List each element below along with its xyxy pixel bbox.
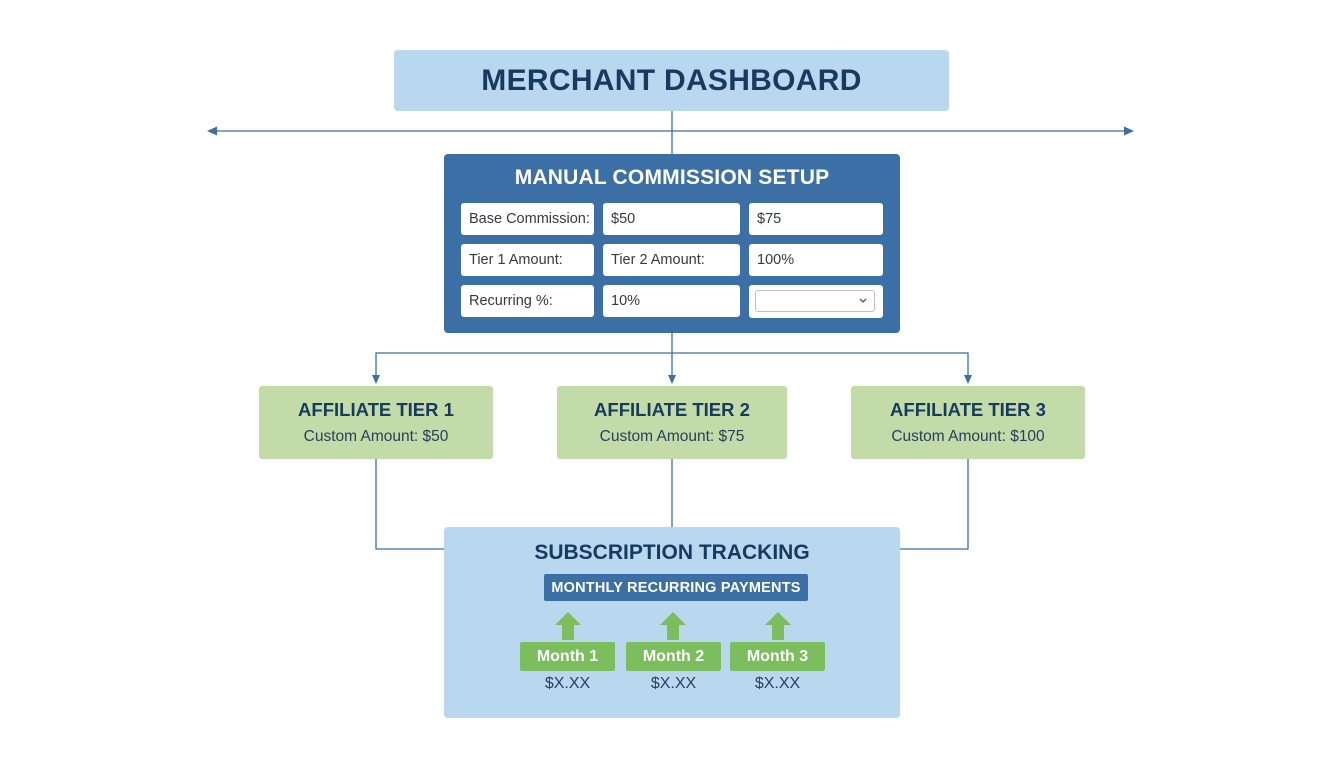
month-2-badge: Month 2 bbox=[626, 642, 721, 671]
arrow-up-icon bbox=[555, 612, 581, 640]
merchant-dashboard-header: MERCHANT DASHBOARD bbox=[394, 50, 949, 111]
percentage-input[interactable]: 100% bbox=[749, 244, 883, 276]
affiliate-tier-2-box: AFFILIATE TIER 2 Custom Amount: $75 bbox=[557, 386, 787, 459]
commission-select-box[interactable] bbox=[755, 290, 875, 312]
commission-select[interactable] bbox=[749, 285, 883, 318]
base-commission-input[interactable]: $50 bbox=[603, 203, 740, 235]
tier2-amount-field[interactable]: Tier 2 Amount: bbox=[603, 244, 740, 276]
tier1-amount-label: Tier 1 Amount: bbox=[461, 244, 594, 276]
tier-amount: Custom Amount: $50 bbox=[303, 428, 449, 445]
month-1-value: $X.XX bbox=[544, 675, 591, 692]
affiliate-tier-3-box: AFFILIATE TIER 3 Custom Amount: $100 bbox=[851, 386, 1085, 459]
page-title: MERCHANT DASHBOARD bbox=[481, 63, 862, 97]
chevron-down-icon bbox=[859, 298, 867, 303]
arrow-up-icon bbox=[660, 612, 686, 640]
arrow-down-icon bbox=[964, 375, 972, 384]
arrow-left-icon bbox=[207, 126, 217, 136]
tier-title: AFFILIATE TIER 1 bbox=[298, 399, 454, 420]
recurring-percent-label: Recurring %: bbox=[461, 285, 594, 317]
commission-setup-title: MANUAL COMMISSION SETUP bbox=[514, 166, 830, 189]
month-1-badge: Month 1 bbox=[520, 642, 615, 671]
tier-amount: Custom Amount: $100 bbox=[891, 428, 1045, 445]
tier1-to-subscription-line bbox=[375, 459, 444, 550]
tier-title: AFFILIATE TIER 2 bbox=[594, 399, 750, 420]
branch-line bbox=[375, 352, 969, 377]
base-commission-label: Base Commission: bbox=[461, 203, 594, 235]
base-commission-alt-input[interactable]: $75 bbox=[749, 203, 883, 235]
month-2-value: $X.XX bbox=[650, 675, 697, 692]
tier3-to-subscription-line bbox=[900, 459, 969, 550]
monthly-recurring-banner: MONTHLY RECURRING PAYMENTS bbox=[544, 574, 808, 601]
affiliate-tier-1-box: AFFILIATE TIER 1 Custom Amount: $50 bbox=[259, 386, 493, 459]
commission-setup-panel: MANUAL COMMISSION SETUP Base Commission:… bbox=[444, 154, 900, 333]
tier-title: AFFILIATE TIER 3 bbox=[890, 399, 1046, 420]
month-3-badge: Month 3 bbox=[730, 642, 825, 671]
subscription-title: SUBSCRIPTION TRACKING bbox=[534, 541, 810, 564]
arrow-down-icon bbox=[668, 375, 676, 384]
subscription-tracking-panel: SUBSCRIPTION TRACKING MONTHLY RECURRING … bbox=[444, 527, 900, 718]
tier-amount: Custom Amount: $75 bbox=[599, 428, 745, 445]
month-3-value: $X.XX bbox=[754, 675, 801, 692]
arrow-down-icon bbox=[372, 375, 380, 384]
recurring-percent-input[interactable]: 10% bbox=[603, 285, 740, 317]
arrow-up-icon bbox=[765, 612, 791, 640]
arrow-right-icon bbox=[1124, 126, 1134, 136]
